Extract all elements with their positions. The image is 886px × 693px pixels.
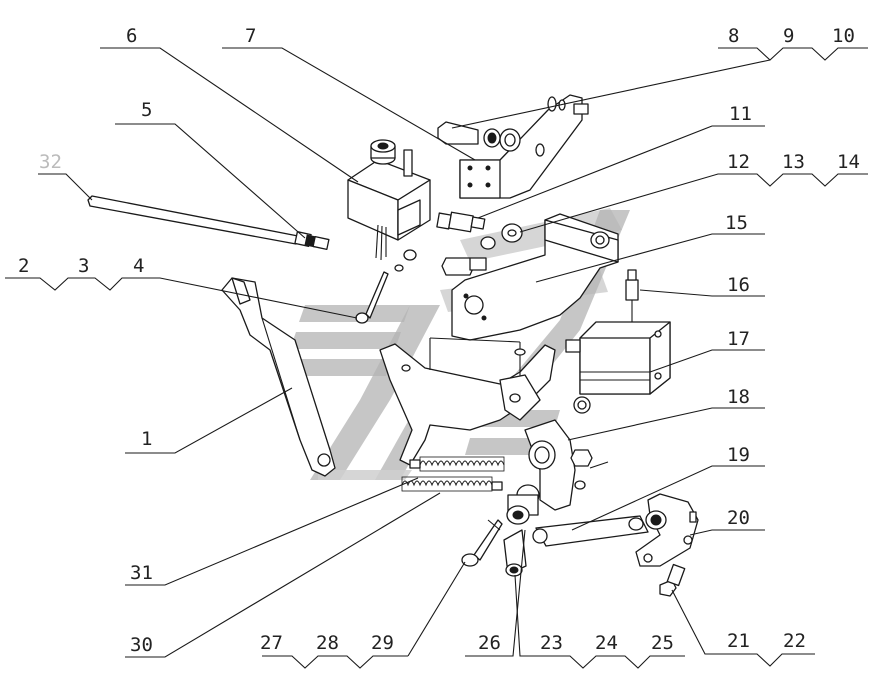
callout-23: 23 (540, 632, 563, 654)
callout-17: 17 (727, 328, 750, 350)
callout-5: 5 (141, 99, 152, 121)
part-6-solenoid-valve (347, 139, 431, 261)
callout-19: 19 (727, 444, 750, 466)
callout-31: 31 (130, 562, 153, 584)
callout-25: 25 (651, 632, 674, 654)
callout-28: 28 (316, 632, 339, 654)
callout-9: 9 (783, 25, 794, 47)
callout-26: 26 (478, 632, 501, 654)
part-23-sleeve (503, 529, 527, 577)
callout-24: 24 (595, 632, 618, 654)
parts-12-13-14-bolt (441, 223, 523, 276)
part-15-main-plate (451, 213, 619, 341)
callout-18: 18 (727, 386, 750, 408)
part-32-rod (87, 195, 330, 250)
callout-32: 32 (39, 151, 62, 173)
parts-8-9-10-fasteners (437, 121, 521, 152)
callout-6: 6 (126, 25, 137, 47)
callout-16: 16 (727, 274, 750, 296)
callout-27: 27 (260, 632, 283, 654)
callout-22: 22 (783, 630, 806, 652)
callout-11: 11 (729, 103, 752, 125)
callout-3: 3 (78, 255, 89, 277)
callout-29: 29 (371, 632, 394, 654)
part-11-fitting (436, 211, 486, 233)
part-18-lever-block (524, 396, 609, 511)
callout-12: 12 (727, 151, 750, 173)
part-7-bracket (459, 94, 589, 199)
part-27-bolt (461, 519, 503, 567)
leader-lines (5, 47, 868, 669)
callout-15: 15 (725, 212, 748, 234)
part-21-22-bolt (659, 563, 686, 597)
callout-labels: 1 2 3 4 5 6 7 8 9 10 11 12 13 14 15 16 1… (18, 25, 860, 656)
part-16-fitting (625, 269, 639, 326)
callout-14: 14 (837, 151, 860, 173)
part-30-spring (401, 476, 503, 492)
part-20-crank (635, 493, 699, 567)
part-19-link (532, 515, 649, 547)
part-17-cylinder (565, 321, 671, 395)
callout-20: 20 (727, 507, 750, 529)
callout-13: 13 (782, 151, 805, 173)
part-1-lever (221, 277, 336, 477)
callout-7: 7 (245, 25, 256, 47)
callout-2: 2 (18, 255, 29, 277)
callout-30: 30 (130, 634, 153, 656)
callout-8: 8 (728, 25, 739, 47)
callout-10: 10 (832, 25, 855, 47)
callout-21: 21 (727, 630, 750, 652)
part-2-4-pin (355, 249, 417, 324)
central-frame (379, 337, 556, 466)
callout-1: 1 (141, 428, 152, 450)
callout-4: 4 (133, 255, 144, 277)
part-31-spring (409, 456, 505, 472)
part-26-bushing (506, 484, 540, 525)
